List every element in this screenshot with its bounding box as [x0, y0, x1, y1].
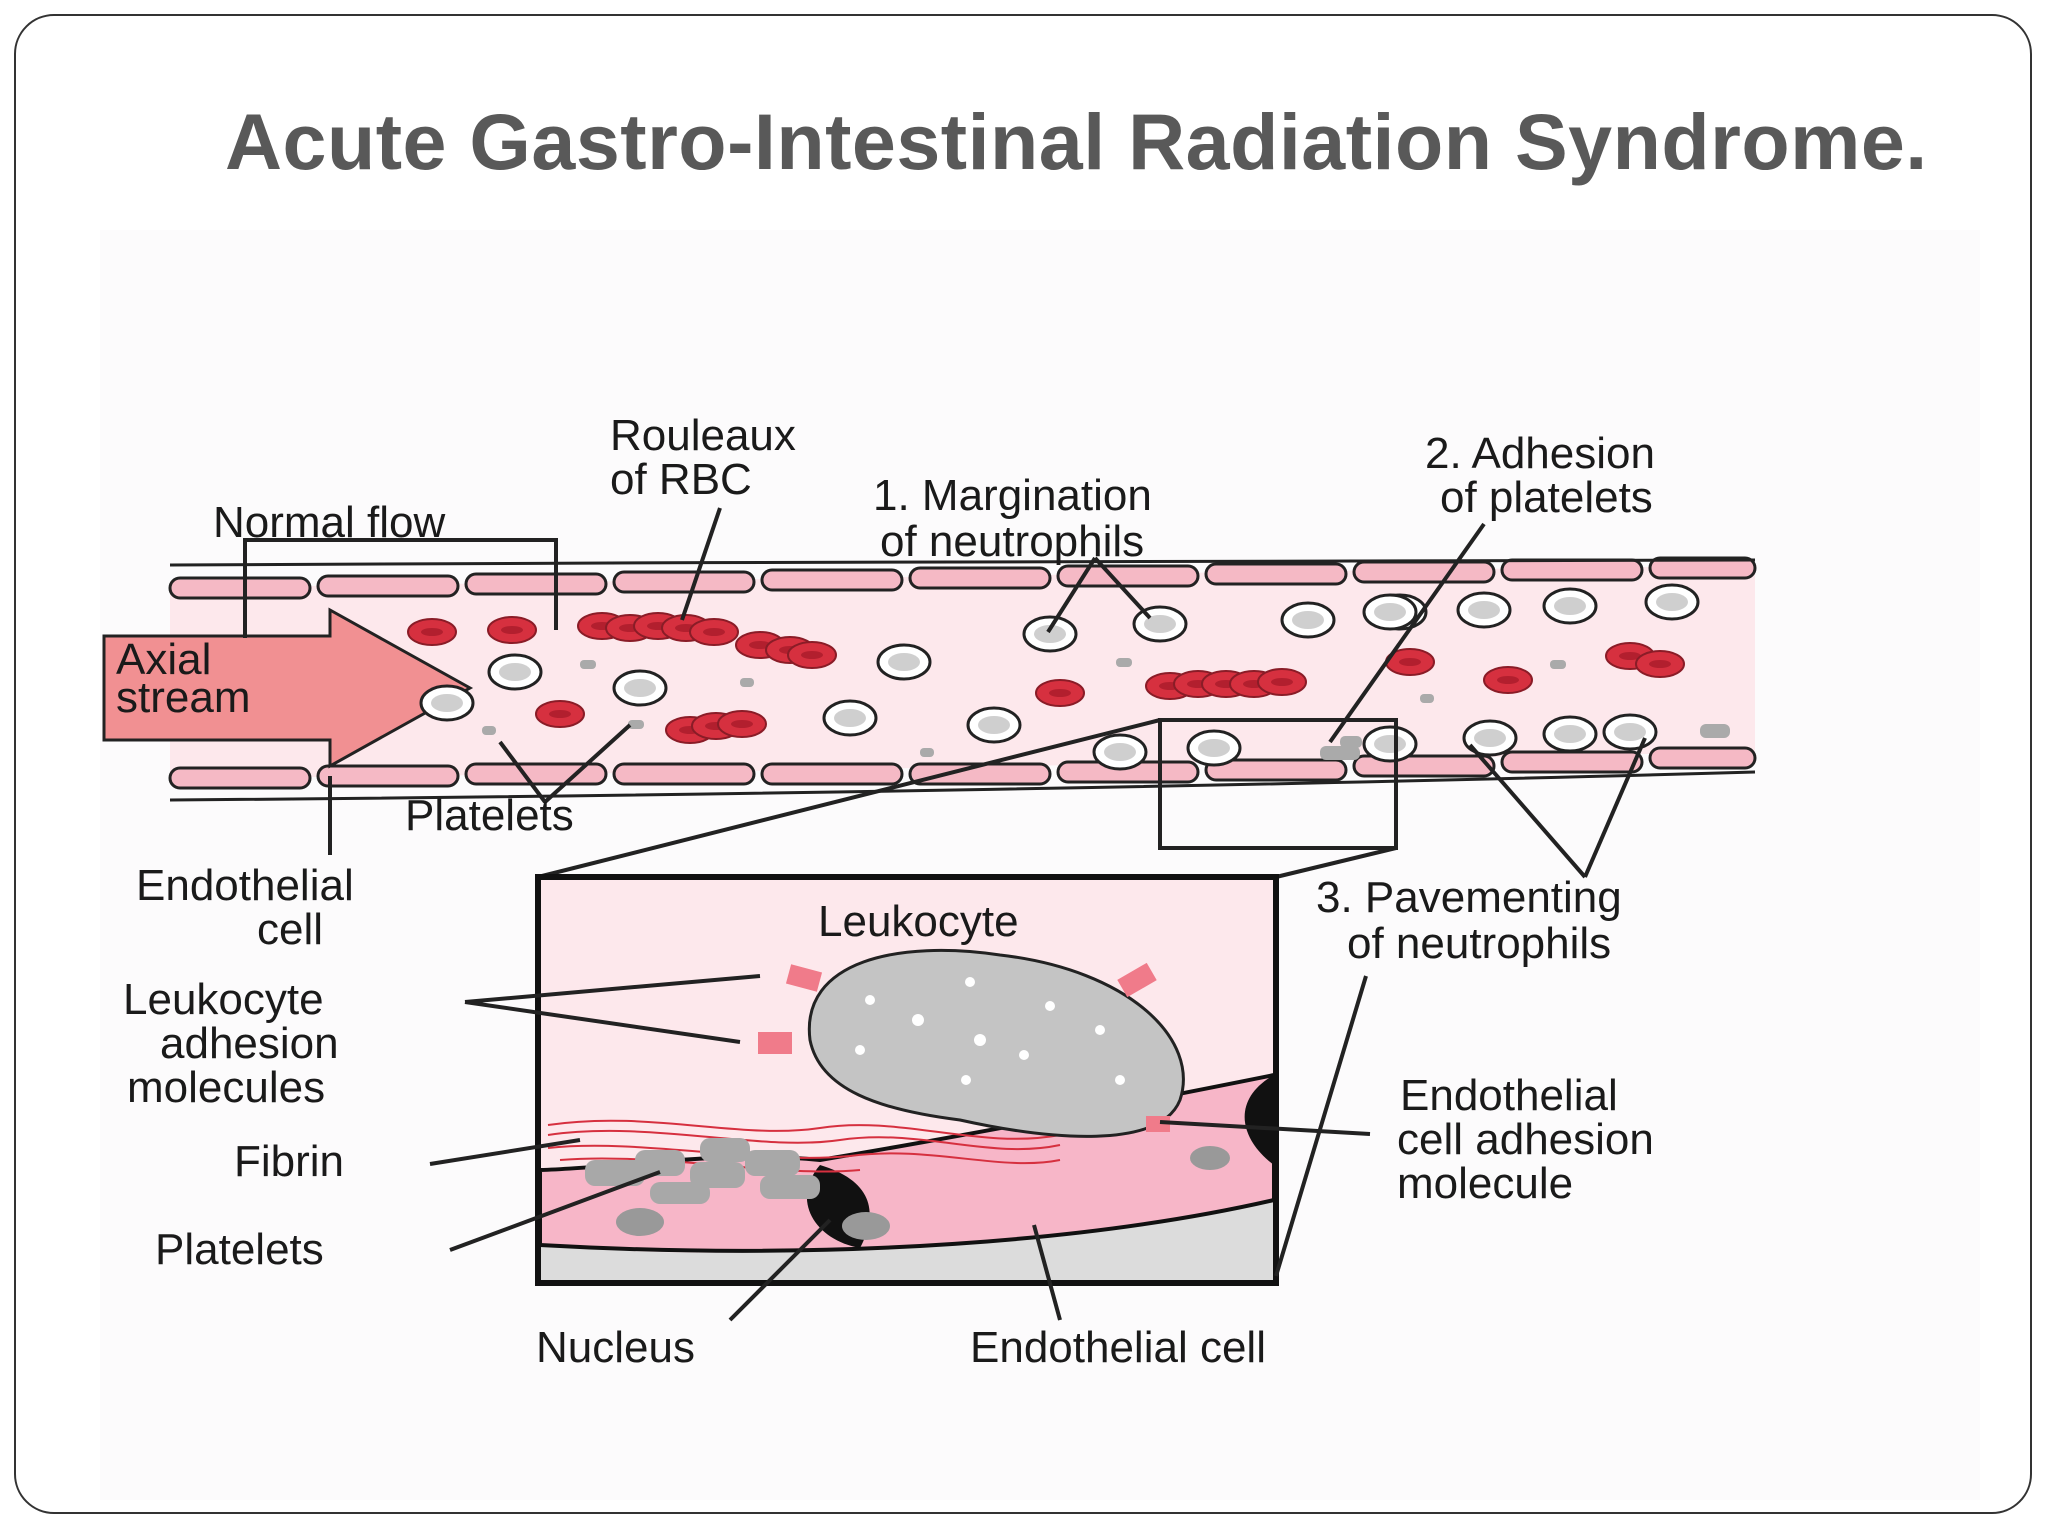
slide-title: Acute Gastro-Intestinal Radiation Syndro… [225, 97, 1928, 186]
label-pavementing-line1: 3. Pavementing [1316, 873, 1622, 922]
label-ecam-line2: cell adhesion [1397, 1115, 1654, 1164]
label-margination-line1: 1. Margination [873, 471, 1152, 520]
label-endothelial-line2: cell [257, 905, 323, 954]
label-adhesion-line2: of platelets [1440, 473, 1653, 522]
label-platelets-top: Platelets [405, 791, 574, 840]
inset-leukocyte [807, 948, 1185, 1138]
top-wall-outer-line [169, 558, 1756, 567]
label-lam-line1: Leukocyte [123, 975, 324, 1024]
label-endothelial-line1: Endothelial [136, 861, 354, 910]
label-ecam-line1: Endothelial [1400, 1071, 1618, 1120]
leukocyte-adhesion-molecule-right [1117, 962, 1157, 998]
label-platelets-bottom: Platelets [155, 1225, 324, 1274]
label-rouleaux-line1: Rouleaux [610, 411, 796, 460]
top-vessel-wall [168, 556, 1757, 600]
leader-lines [328, 507, 1647, 1322]
label-leukocyte: Leukocyte [818, 897, 1019, 946]
leukocyte-adhesion-molecule-lower [758, 1032, 792, 1054]
endothelial-adhesion-molecule [1146, 1116, 1170, 1132]
label-axial-line1: Axial [116, 635, 211, 684]
label-normal-flow: Normal flow [213, 498, 445, 547]
label-endothelial-cell-bottom: Endothelial cell [970, 1323, 1266, 1372]
label-pavementing-line2: of neutrophils [1347, 919, 1611, 968]
zoom-line-left [537, 718, 1161, 879]
zoom-line-right [1275, 846, 1397, 879]
label-axial-line2: stream [116, 673, 250, 722]
platelets [482, 658, 1730, 760]
label-ecam-line3: molecule [1397, 1159, 1573, 1208]
axial-stream-arrow [102, 607, 474, 769]
label-lam-line3: molecules [127, 1063, 325, 1112]
label-lam-line2: adhesion [160, 1019, 339, 1068]
inset-panel [535, 874, 1279, 1286]
label-rouleaux-line2: of RBC [610, 455, 752, 504]
label-adhesion-line1: 2. Adhesion [1425, 429, 1655, 478]
zoom-region-box [1158, 718, 1398, 850]
label-margination-line2: of neutrophils [880, 517, 1144, 566]
figure-background [100, 230, 1980, 1500]
label-fibrin: Fibrin [234, 1137, 344, 1186]
label-nucleus: Nucleus [536, 1323, 695, 1372]
normal-flow-bracket [243, 538, 558, 638]
inset-platelet-clump [585, 1138, 820, 1204]
bottom-wall-outer-line [169, 770, 1756, 802]
leukocyte-adhesion-molecule-upper [785, 964, 823, 992]
